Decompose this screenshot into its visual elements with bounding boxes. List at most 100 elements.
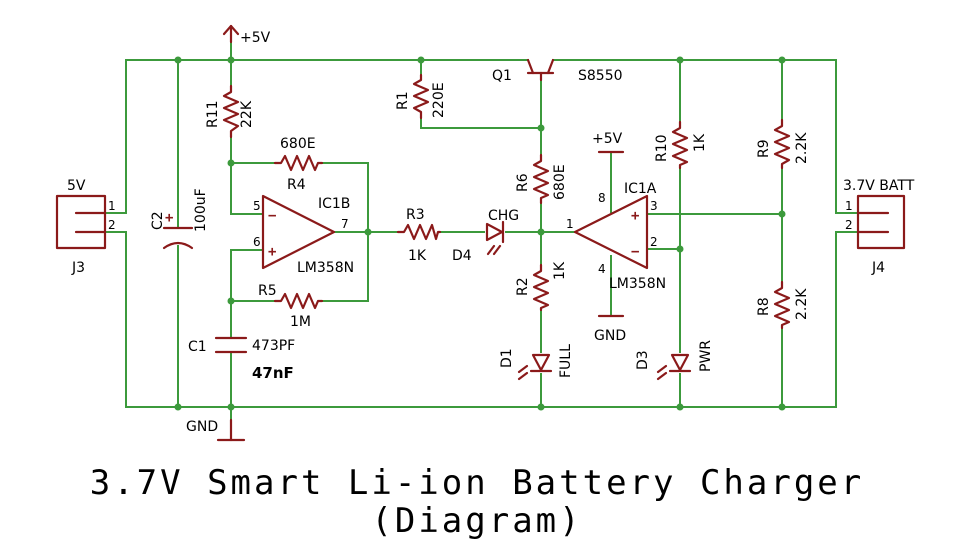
c1-ref: C1	[188, 339, 207, 355]
wire-r4-right	[321, 162, 369, 233]
led-d3: D3 PWR	[635, 340, 714, 381]
resistor-r1: R1 220E	[395, 73, 447, 120]
ic1a-pin8: 8	[598, 191, 606, 205]
r5-value: 1M	[290, 314, 311, 330]
d4-ref: D4	[452, 248, 472, 264]
gnd-opamp-label: GND	[594, 328, 626, 344]
junction	[676, 245, 684, 253]
capacitor-c2: + C2 100uF	[150, 188, 209, 250]
wire-top-rail-left	[104, 59, 127, 214]
svg-text:+: +	[268, 244, 276, 260]
junction	[364, 228, 372, 236]
ic1a-part: LM358N	[609, 276, 666, 292]
svg-text:−: −	[631, 244, 639, 260]
junction	[537, 124, 545, 132]
r6-ref: R6	[515, 173, 531, 192]
d4-label: CHG	[488, 208, 519, 224]
resistor-r8: R8 2.2K	[756, 280, 810, 330]
wire-j4-pin1	[835, 59, 859, 214]
resistor-r2: R2 1K	[515, 261, 568, 312]
opamp-ic1b: − + 5 6 7 IC1B LM358N	[253, 194, 354, 276]
ic1a-ref: IC1A	[624, 181, 657, 197]
c1-value: 473PF	[252, 338, 295, 354]
junction	[174, 56, 182, 64]
r10-value: 1K	[692, 133, 708, 152]
junction	[778, 210, 786, 218]
resistor-r11: R11 22K	[205, 84, 255, 139]
j3-pin2-label: 2	[108, 218, 116, 232]
r8-value: 2.2K	[794, 288, 810, 320]
resistor-r9: R9 2.2K	[756, 118, 810, 170]
wire-ic1b-pin6	[230, 249, 264, 338]
led-d4: CHG D4	[452, 208, 519, 264]
connector-j4: 1 2 3.7V BATT J4	[843, 178, 915, 276]
resistor-r4: 680E R4	[273, 136, 324, 193]
r9-value: 2.2K	[794, 132, 810, 164]
ic1b-pin5: 5	[253, 199, 261, 213]
junction	[537, 228, 545, 236]
svg-text:−: −	[268, 208, 276, 224]
junction	[778, 56, 786, 64]
r5-ref: R5	[258, 283, 277, 299]
gnd-main-label: GND	[186, 419, 218, 435]
svg-text:+: +	[631, 208, 639, 224]
j4-label: 3.7V BATT	[843, 178, 915, 194]
c2-value: 100uF	[193, 188, 209, 232]
r1-value: 220E	[431, 82, 447, 118]
power-symbol-top: +5V	[222, 24, 271, 46]
junction	[417, 56, 425, 64]
wire-r1-bottom	[420, 117, 542, 129]
ic1a-pin3: 3	[650, 199, 658, 213]
junction	[778, 403, 786, 411]
resistor-r5: R5 1M	[258, 283, 324, 330]
ic1b-pin7: 7	[341, 217, 349, 231]
r1-ref: R1	[395, 91, 411, 110]
ic1a-pin1: 1	[566, 217, 574, 231]
r11-value: 22K	[239, 100, 255, 128]
junction	[227, 56, 235, 64]
resistor-r10: R10 1K	[654, 120, 708, 170]
ic1b-part: LM358N	[297, 260, 354, 276]
r2-value: 1K	[552, 261, 568, 280]
q1-part: S8550	[578, 68, 623, 84]
ic1a-pin4: 4	[598, 262, 606, 276]
junction	[174, 403, 182, 411]
svg-text:+: +	[165, 210, 173, 226]
wire-r5-right	[321, 231, 369, 302]
q1-ref: Q1	[492, 68, 512, 84]
opamp-ic1a: + − 1 3 2 8 4 IC1A LM358N	[566, 181, 666, 292]
junction	[227, 297, 235, 305]
power-symbol-opamp: +5V	[592, 131, 625, 154]
r10-ref: R10	[654, 134, 670, 162]
r3-ref: R3	[406, 207, 425, 223]
transistor-q1: Q1 S8550	[492, 58, 623, 84]
junction	[227, 403, 235, 411]
r8-ref: R8	[756, 297, 772, 316]
junction	[227, 159, 235, 167]
r4-value: 680E	[280, 136, 316, 152]
diagram-title: 3.7V Smart Li-ion Battery Charger	[90, 463, 865, 503]
resistor-r6: R6 680E	[515, 153, 568, 205]
j4-pin2-label: 2	[845, 218, 853, 232]
vcc-top-label: +5V	[240, 30, 271, 46]
d3-label: PWR	[698, 340, 714, 372]
j4-pin1-label: 1	[845, 199, 853, 213]
r4-ref: R4	[287, 177, 306, 193]
ic1a-pin2: 2	[650, 235, 658, 249]
junction	[676, 56, 684, 64]
vcc-opamp-label: +5V	[592, 131, 623, 147]
r11-ref: R11	[205, 100, 221, 128]
resistor-r3: R3 1K	[396, 207, 442, 264]
ic1b-pin6: 6	[253, 235, 261, 249]
ic1b-ref: IC1B	[318, 196, 350, 212]
junction	[537, 403, 545, 411]
d1-ref: D1	[499, 348, 515, 368]
capacitor-c1: C1 473PF 47nF	[188, 336, 295, 382]
diagram-subtitle: (Diagram)	[371, 501, 582, 541]
r9-ref: R9	[756, 139, 772, 158]
j3-ref: J3	[71, 260, 85, 276]
d3-ref: D3	[635, 350, 651, 370]
d1-label: FULL	[558, 344, 574, 378]
